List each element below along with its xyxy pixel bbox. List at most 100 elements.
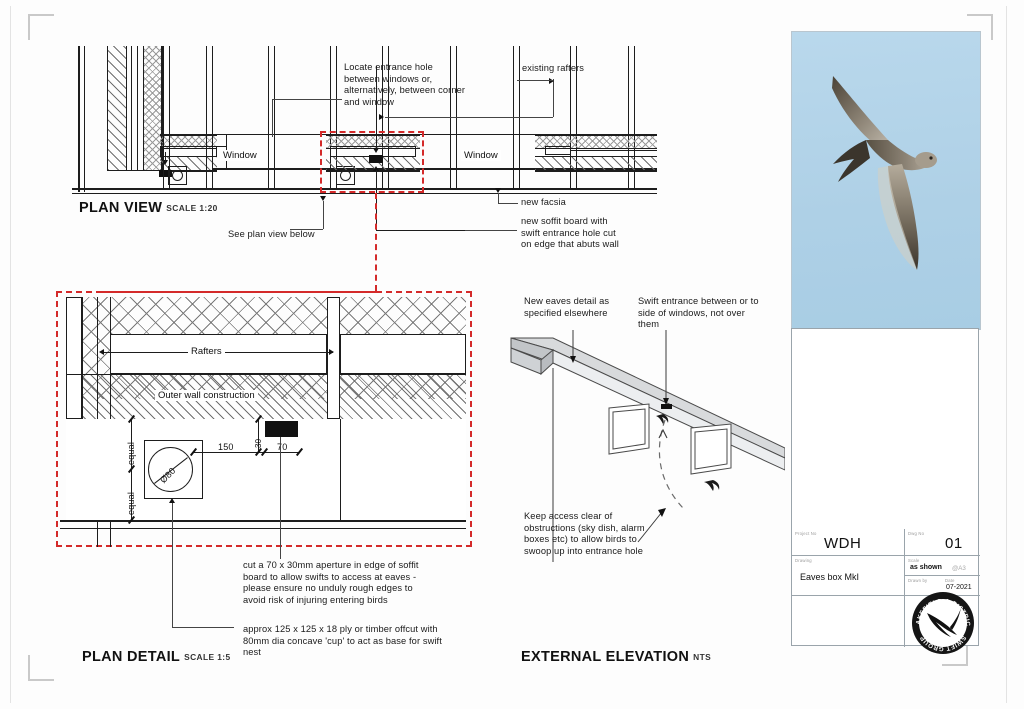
entrance-hole-centre bbox=[369, 155, 383, 163]
rafter-2a bbox=[206, 46, 207, 188]
wallplate-centre bbox=[326, 157, 420, 172]
soffit-inner-right bbox=[545, 146, 571, 155]
wall-strip-b bbox=[327, 297, 340, 419]
wall-line-e bbox=[107, 170, 161, 171]
swift-head bbox=[915, 152, 937, 168]
entrance-hole-left bbox=[159, 170, 172, 177]
fascia-front-face bbox=[552, 349, 785, 471]
leader-soffit-h bbox=[465, 230, 517, 231]
soffit-zone-bottom2 bbox=[60, 528, 466, 529]
plan-detail-scale: SCALE 1:5 bbox=[184, 652, 231, 662]
drawn-by-label: Drawn by bbox=[908, 578, 928, 583]
annotation-see-plan-view-below: See plan view below bbox=[228, 229, 315, 239]
annotation-new-eaves-detail: New eaves detail as specified elsewhere bbox=[524, 296, 610, 318]
swift-tail bbox=[833, 140, 870, 182]
window-head-line bbox=[217, 146, 227, 147]
flight-note-leader-arrow bbox=[658, 508, 666, 517]
plan-view-window-left-label: Window bbox=[220, 150, 260, 161]
plan-view-scale: SCALE 1:20 bbox=[166, 203, 218, 213]
plan-view-title-text: PLAN VIEW bbox=[79, 200, 163, 216]
rafter-4a bbox=[330, 46, 331, 188]
annotation-new-soffit-board: new soffit board with swift entrance hol… bbox=[521, 216, 619, 250]
leader-see-plan-v bbox=[323, 201, 324, 229]
plan-view-outer-line-bottom2 bbox=[72, 193, 657, 194]
wall-line-b bbox=[84, 46, 85, 192]
rafter-3a bbox=[268, 46, 269, 188]
annotation-keep-access-clear: Keep access clear of obstructions (sky d… bbox=[524, 511, 645, 556]
annotation-nest-base-note: approx 125 x 125 x 18 ply or timber offc… bbox=[243, 624, 442, 658]
plan-detail-title-text: PLAN DETAIL bbox=[82, 649, 181, 665]
leader-locate-entrance-h bbox=[272, 99, 342, 100]
entrance-arrow-centre bbox=[373, 148, 379, 153]
leader-existing-rafters-v bbox=[553, 79, 554, 117]
annotation-locate-entrance-hole: Locate entrance hole between windows or,… bbox=[344, 62, 466, 107]
title-block-scale-cell: Scale as shown @A3 bbox=[904, 555, 980, 575]
dim-30-label: 30 bbox=[254, 438, 263, 448]
project-no-value: WDH bbox=[824, 535, 862, 552]
equal-dim-label-top: equal bbox=[126, 441, 136, 465]
plan-view-detail-callout-box bbox=[320, 131, 424, 193]
soffit-inner-right-line bbox=[571, 150, 657, 151]
external-elevation-scale: NTS bbox=[693, 652, 712, 662]
outer-wall-hatch bbox=[66, 374, 466, 422]
annotation-aperture-note: cut a 70 x 30mm aperture in edge of soff… bbox=[243, 560, 419, 605]
window-left-inner bbox=[612, 408, 646, 450]
title-block-project-cell: Project No WDH bbox=[792, 529, 904, 555]
wall-cavity-insulation bbox=[143, 46, 163, 170]
elevation-entrance-hole bbox=[661, 404, 672, 409]
equal-dim-label-bottom: equal bbox=[126, 491, 136, 515]
rafters-label: Rafters bbox=[188, 346, 225, 357]
swift-entrance-leader-arrow bbox=[663, 398, 669, 405]
swift-silhouette-upper bbox=[656, 414, 669, 424]
swift-silhouette-lower bbox=[704, 480, 720, 491]
flight-note-leader bbox=[637, 511, 663, 543]
rafter-8a bbox=[570, 46, 571, 188]
eaves-3d-illustration bbox=[510, 330, 785, 562]
soffit-strip-left bbox=[160, 134, 217, 149]
soffit-divider bbox=[340, 419, 341, 520]
rafter-body-right bbox=[340, 334, 466, 374]
drawing-value: Eaves box MkI bbox=[800, 572, 860, 582]
nest-base-leader-arrow bbox=[169, 498, 175, 503]
rafter-4b bbox=[336, 46, 337, 188]
sheet-edge-left bbox=[10, 6, 11, 703]
wall-line-c bbox=[131, 46, 132, 170]
entrance-arrow-centre-down bbox=[373, 166, 379, 171]
title-block-drawing-cell: Drawing Eaves box MkI bbox=[792, 555, 904, 595]
annotation-new-facsia: new facsia bbox=[521, 197, 566, 207]
leader-facsia-arrow bbox=[495, 188, 501, 193]
leader-locate-entrance-v bbox=[272, 99, 273, 137]
rafter-9b bbox=[634, 46, 635, 188]
title-block-logo-cell: WAKEFIELD & DISTRICT SWIFT GROUP bbox=[904, 592, 980, 654]
scale-label: Scale bbox=[908, 558, 920, 563]
date-value: 07-2021 bbox=[946, 584, 972, 591]
swift-eye bbox=[929, 156, 933, 160]
title-block-date-cell: Drawn by Date 07-2021 bbox=[904, 575, 980, 595]
rafters-dim-arrow-right bbox=[329, 349, 334, 355]
nest-base-leader-v bbox=[172, 503, 173, 627]
title-block-dwg-cell: Dwg No 01 bbox=[904, 529, 980, 555]
swift-in-flight-illustration bbox=[832, 76, 937, 270]
entrance-leader-left bbox=[165, 152, 166, 162]
annotation-swift-entrance-position: Swift entrance between or to side of win… bbox=[638, 296, 759, 330]
wall-line-a bbox=[78, 46, 80, 192]
drawing-label: Drawing bbox=[795, 558, 812, 563]
flight-direction-arrow bbox=[658, 428, 668, 439]
wall-line-d bbox=[137, 46, 138, 170]
rafter-2b bbox=[212, 46, 213, 188]
vent-circle-left bbox=[172, 170, 183, 181]
wallplate-right bbox=[535, 156, 657, 172]
wall-strip-a bbox=[66, 297, 82, 419]
swift-upper-wing bbox=[832, 76, 906, 159]
logo-arc-text: WAKEFIELD & DISTRICT SWIFT GROUP bbox=[912, 592, 971, 652]
rafter-3b bbox=[274, 46, 275, 188]
annotation-existing-rafters: existing rafters bbox=[522, 63, 585, 73]
wall-hatch-outer bbox=[107, 46, 127, 170]
logo-swift-mark bbox=[927, 608, 961, 637]
project-no-label: Project No bbox=[795, 531, 817, 536]
swift-photo bbox=[791, 31, 981, 330]
callout-link-vertical bbox=[375, 193, 377, 291]
